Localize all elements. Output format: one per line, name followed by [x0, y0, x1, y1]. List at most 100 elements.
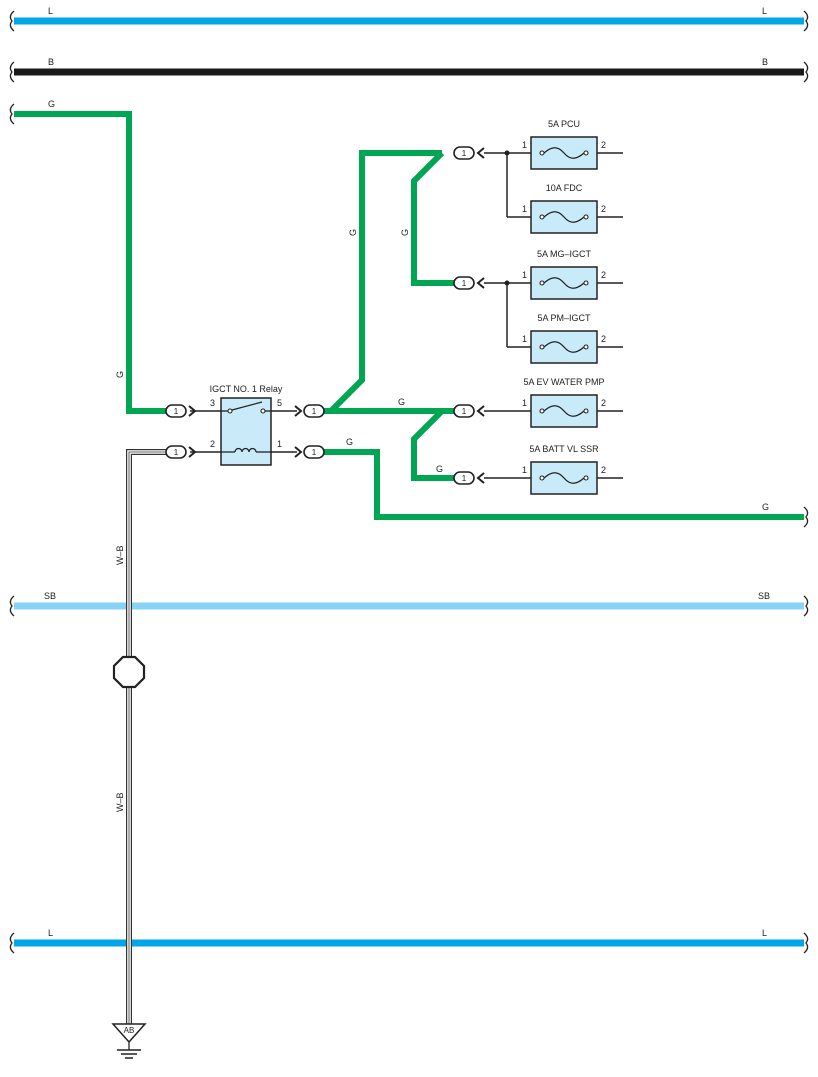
- connector: 1: [453, 471, 485, 485]
- fuse-mg-igct: 5A MG–IGCT 1 2: [522, 249, 623, 300]
- connector: 1: [294, 445, 325, 459]
- relay-coil: [234, 447, 257, 453]
- connector: 1: [453, 146, 485, 160]
- ground-symbol: AB: [111, 1023, 147, 1059]
- wire-color-label: L: [48, 928, 53, 938]
- fuse-element: [543, 147, 585, 159]
- wire-color-label: L: [762, 928, 767, 938]
- fuse-pin-number: 1: [522, 334, 527, 344]
- relay-switch-blade: [231, 401, 263, 411]
- relay-pin-number: 1: [277, 439, 282, 449]
- fuse-pm-igct: 5A PM–IGCT 1 2: [522, 313, 623, 364]
- g-wire-lower: [322, 449, 804, 520]
- wire-color-label: G: [48, 99, 55, 109]
- wire-color-label: SB: [758, 591, 770, 601]
- connector: 1: [165, 445, 197, 459]
- relay-pin-number: 2: [210, 439, 215, 449]
- wire-break-mark: [9, 10, 15, 32]
- wire-color-label: SB: [44, 591, 56, 601]
- igct-relay: IGCT NO. 1 Relay 3 5 2 1: [190, 384, 297, 466]
- wire-color-label: B: [48, 57, 54, 67]
- connector: 1: [165, 404, 197, 418]
- fuse-ev-water-pmp: 5A EV WATER PMP 1 2: [522, 377, 623, 428]
- relay-pin-number: 5: [277, 398, 282, 408]
- g-wire-feed: [14, 111, 172, 414]
- connector-pin: 1: [462, 149, 467, 158]
- wire-color-label: G: [400, 229, 410, 236]
- fuse-title: 5A BATT VL SSR: [529, 444, 599, 454]
- bus-b: B B: [9, 57, 809, 83]
- fuse-title: 10A FDC: [546, 183, 583, 193]
- wire-break-mark: [803, 506, 809, 528]
- fuse-pin-number: 2: [601, 204, 606, 214]
- fuse-title: 5A PM–IGCT: [537, 313, 591, 323]
- bus-l-top: L L: [9, 6, 809, 32]
- fuse-element: [543, 277, 585, 289]
- fuse-pin-number: 2: [601, 140, 606, 150]
- wb-ground-wire: [126, 449, 172, 1024]
- fuse-title: 5A MG–IGCT: [537, 249, 592, 259]
- wire-color-label: G: [348, 229, 358, 236]
- fuse-pin-number: 2: [601, 465, 606, 475]
- wire-break-mark: [803, 932, 809, 954]
- connector-pin: 1: [462, 407, 467, 416]
- fuse-element: [543, 405, 585, 417]
- fuse-element: [543, 211, 585, 223]
- wire-color-label: G: [115, 371, 125, 378]
- fuse-element: [543, 341, 585, 353]
- fuse-pin-number: 1: [522, 204, 527, 214]
- connector-pin: 1: [174, 407, 179, 416]
- connector-pin: 1: [462, 474, 467, 483]
- bus-l-bottom: L L: [9, 928, 809, 954]
- bus-sb: SB SB: [9, 591, 809, 617]
- g-wire-mg-branch: [411, 150, 458, 286]
- wire-break-mark: [803, 595, 809, 617]
- g-wire-batt-branch: [411, 408, 458, 481]
- connector-pin: 1: [462, 279, 467, 288]
- wire-break-mark: [9, 61, 15, 83]
- connector: 1: [294, 404, 325, 418]
- splice-dot: [504, 280, 510, 286]
- green-wire-network: [14, 111, 804, 520]
- splice-dot: [504, 150, 510, 156]
- wire-color-label: W–B: [115, 792, 125, 812]
- wire-break-mark: [9, 595, 15, 617]
- wire-color-label: G: [762, 502, 769, 512]
- wire-color-label: B: [762, 57, 768, 67]
- ground-point-triangle: [111, 1023, 147, 1044]
- connector-pin: 1: [312, 448, 317, 457]
- fuse-pin-number: 2: [601, 334, 606, 344]
- wire-color-label: L: [48, 6, 53, 16]
- fuse-pin-number: 2: [601, 398, 606, 408]
- g-wire-upper-trunk: [322, 150, 442, 414]
- wire-color-label: G: [436, 464, 443, 474]
- fuse-fdc: 10A FDC 1 2: [522, 183, 623, 234]
- fuse-title: 5A EV WATER PMP: [523, 377, 604, 387]
- connector-pin: 1: [312, 407, 317, 416]
- relay-pin-number: 3: [210, 398, 215, 408]
- connector: 1: [453, 404, 485, 418]
- fuse-pin-number: 1: [522, 140, 527, 150]
- fuse-element: [543, 472, 585, 484]
- fuse-pin-number: 1: [522, 270, 527, 280]
- fuse-pin-number: 2: [601, 270, 606, 280]
- wire-color-label: G: [398, 397, 405, 407]
- wire-break-mark: [803, 61, 809, 83]
- ground-label: AB: [124, 1026, 135, 1035]
- wire-color-label: W–B: [115, 545, 125, 565]
- fuse-pin-number: 1: [522, 398, 527, 408]
- relay-body: [220, 397, 272, 466]
- fuse-feed-leads: [484, 152, 531, 479]
- connector: 1: [453, 276, 485, 290]
- wire-break-mark: [9, 932, 15, 954]
- fuse-batt-vl-ssr: 5A BATT VL SSR 1 2: [522, 444, 623, 495]
- fuse-pcu: 5A PCU 1 2: [522, 119, 623, 170]
- wire-break-mark: [9, 103, 15, 125]
- junction-octagon: [112, 655, 146, 689]
- fuse-title: 5A PCU: [548, 119, 580, 129]
- wire-break-mark: [803, 10, 809, 32]
- wire-color-label: L: [762, 6, 767, 16]
- relay-title: IGCT NO. 1 Relay: [210, 384, 283, 394]
- connector-pin: 1: [174, 448, 179, 457]
